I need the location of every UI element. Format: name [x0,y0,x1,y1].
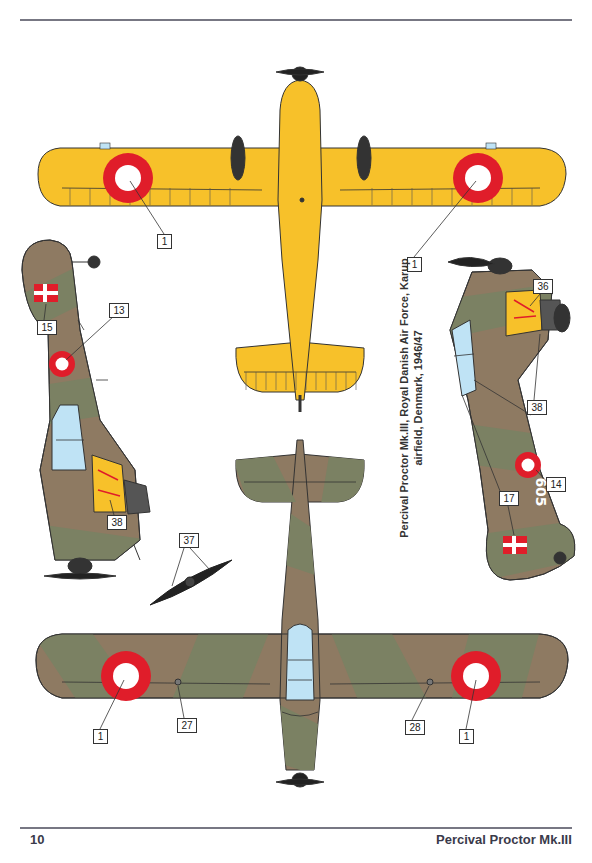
callout-number: 1 [464,731,470,742]
callout-box: 27 [177,718,197,733]
callout-number: 13 [113,305,124,316]
callout-box: 17 [499,491,519,506]
callout-number: 15 [41,322,52,333]
callout-number: 36 [537,281,548,292]
callout-number: 27 [181,720,192,731]
callout-box: 28 [405,720,425,735]
callout-box: 37 [179,533,199,548]
callout-number: 37 [183,535,194,546]
callout-number: 1 [162,236,168,247]
callout-box: 14 [546,477,566,492]
aircraft-code: 605 [102,330,118,359]
callout-box: 38 [107,515,127,530]
callout-number: 38 [531,402,542,413]
callout-number: 1 [98,731,104,742]
callout-number: 1 [412,259,418,270]
callout-box: 1 [459,729,474,744]
callout-number: 28 [409,722,420,733]
aircraft-code: 605 [532,477,548,506]
callout-box: 38 [527,400,547,415]
callout-number: 14 [550,479,561,490]
callout-number: 17 [503,493,514,504]
scheme-caption: Percival Proctor Mk.III, Royal Danish Ai… [397,248,425,548]
callout-box: 36 [533,279,553,294]
page-number: 10 [30,832,44,847]
callout-box: 15 [37,320,57,335]
callout-box: 1 [93,729,108,744]
callout-number: 38 [111,517,122,528]
footer-title: Percival Proctor Mk.III [436,832,572,847]
callout-box: 1 [157,234,172,249]
callout-box: 13 [109,303,129,318]
